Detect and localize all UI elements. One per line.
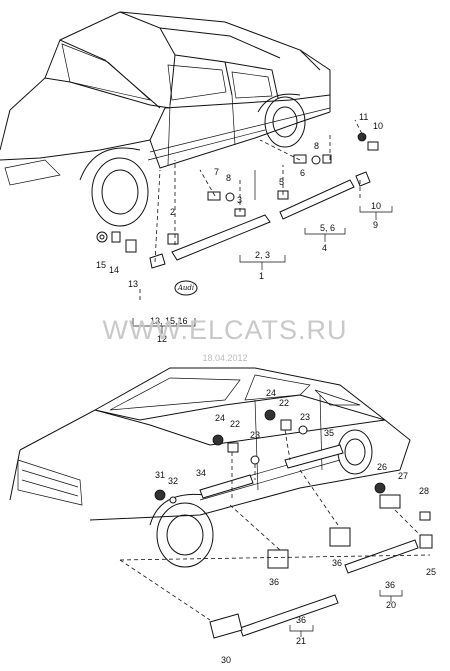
watermark-site: WWW.ELCATS.RU	[103, 315, 348, 345]
grommet-24b	[264, 409, 276, 421]
label-31: 31	[155, 470, 165, 480]
bracket-27	[379, 494, 401, 509]
washer-23	[250, 455, 260, 465]
sill-strip-34	[199, 474, 254, 499]
audi-badge-16	[174, 280, 198, 296]
label-30: 30	[221, 655, 231, 665]
label-24b: 24	[266, 388, 276, 398]
clip-10	[367, 141, 379, 151]
sill-strip-35	[284, 444, 344, 469]
label-8: 8	[226, 173, 231, 183]
label-5: 5	[279, 177, 284, 187]
label-13-15-16: 13, 15,16	[150, 316, 188, 326]
grommet-24	[212, 434, 224, 446]
bottom-labels: 24 22 23 22 24 23 35 34 31 32 26 27 28 3…	[155, 388, 436, 665]
label-5-6: 5, 6	[320, 223, 335, 233]
bottom-group-brackets	[289, 590, 403, 637]
top-labels: 2 7 8 3 5 6 8 11 10 15 14 13 2, 3 1 5, 6…	[96, 112, 383, 344]
trim-strip-5-6	[279, 179, 355, 220]
top-leader-lines	[139, 119, 366, 300]
side-strip-21	[239, 594, 339, 637]
label-7: 7	[214, 167, 219, 177]
label-3: 3	[237, 195, 242, 205]
screw-22	[227, 442, 239, 453]
label-23b: 23	[300, 412, 310, 422]
nut-31	[154, 489, 166, 501]
label-6: 6	[300, 168, 305, 178]
label-36c: 36	[385, 580, 395, 590]
label-10b: 10	[371, 201, 381, 211]
watermark-date: 18.04.2012	[202, 353, 247, 363]
badge-text: Audi	[177, 284, 194, 292]
clip-6	[322, 154, 332, 164]
screw-28	[419, 511, 431, 521]
clip-36b	[329, 527, 351, 547]
clip-2	[167, 233, 179, 245]
label-27: 27	[398, 471, 408, 481]
end-cap-25	[419, 534, 433, 549]
label-2-3: 2, 3	[255, 250, 270, 260]
label-35: 35	[324, 428, 334, 438]
label-20: 20	[386, 600, 396, 610]
screw-7	[207, 191, 221, 201]
label-13: 13	[128, 279, 138, 289]
nut-26	[374, 482, 386, 494]
label-26: 26	[377, 462, 387, 472]
bottom-parts	[154, 409, 433, 639]
screw-22b	[280, 419, 292, 431]
clip-3	[234, 208, 246, 217]
end-cap-13	[149, 253, 166, 269]
label-4: 4	[322, 243, 327, 253]
label-14: 14	[109, 265, 119, 275]
label-22: 22	[230, 419, 240, 429]
label-11: 11	[359, 112, 368, 122]
label-9: 9	[373, 220, 378, 230]
label-32: 32	[168, 476, 178, 486]
label-8b: 8	[314, 141, 319, 151]
label-36b: 36	[332, 558, 342, 568]
label-21: 21	[296, 636, 306, 646]
label-28: 28	[419, 486, 429, 496]
label-15: 15	[96, 260, 106, 270]
end-cap-30	[209, 613, 243, 639]
bracket-13	[125, 239, 137, 253]
label-22b: 22	[279, 398, 289, 408]
label-10: 10	[373, 121, 383, 131]
washer-23b	[298, 425, 308, 435]
washer-8b	[311, 155, 321, 165]
side-strip-20	[344, 539, 419, 574]
label-12: 12	[157, 334, 167, 344]
label-23: 23	[250, 430, 260, 440]
label-24: 24	[215, 413, 225, 423]
bottom-leader-lines	[119, 429, 431, 621]
top-parts: Audi	[96, 132, 379, 296]
label-25: 25	[426, 567, 436, 577]
top-car-illustration	[0, 11, 331, 227]
end-cap-10	[355, 171, 371, 187]
label-2: 2	[170, 207, 175, 217]
clip-36a	[267, 549, 289, 569]
trim-strip-2-3	[171, 214, 271, 261]
label-36a: 36	[269, 577, 279, 587]
label-36d: 36	[296, 615, 306, 625]
label-1: 1	[259, 271, 264, 281]
washer-32	[169, 496, 177, 504]
top-group-brackets	[132, 170, 393, 334]
label-34: 34	[196, 468, 206, 478]
screw-7b	[293, 154, 307, 164]
clip-14	[111, 231, 121, 243]
washer-8	[225, 192, 235, 202]
nut-11	[357, 132, 367, 142]
